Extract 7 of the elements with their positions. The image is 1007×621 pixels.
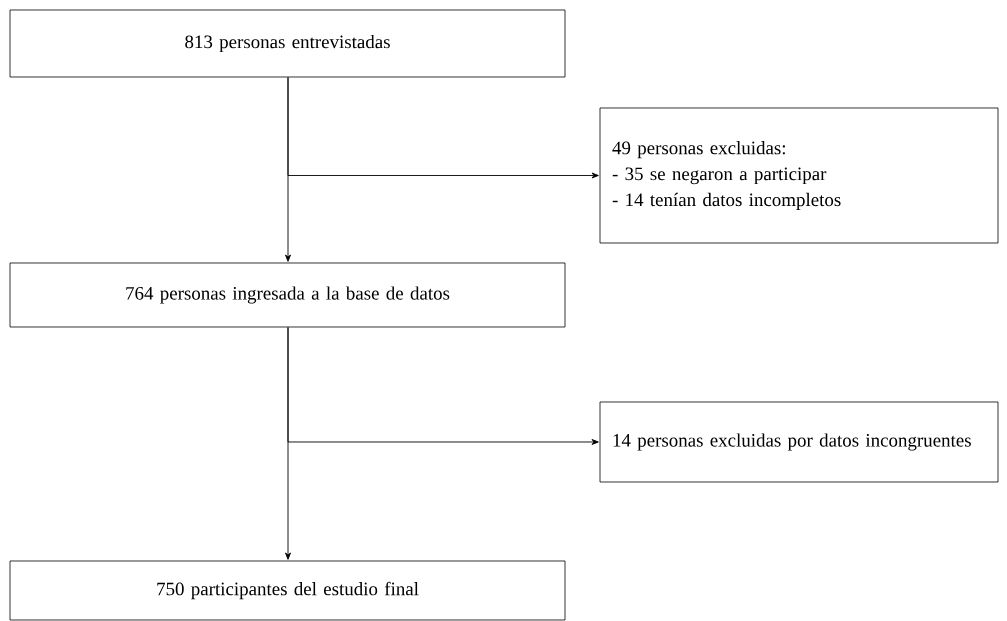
process-box: 813 personas entrevistadas (9, 9, 566, 78)
arrow (285, 326, 291, 560)
process-box: 49 personas excluidas: - 35 se negaron a participar - 14 tenían datos incompletos (599, 107, 999, 244)
process-box: 750 participantes del estudio final (9, 560, 566, 621)
arrow (285, 76, 291, 262)
process-box: 764 personas ingresada a la base de datos (9, 262, 566, 328)
process-box: 14 personas excluidas por datos incongruentes (599, 401, 999, 483)
